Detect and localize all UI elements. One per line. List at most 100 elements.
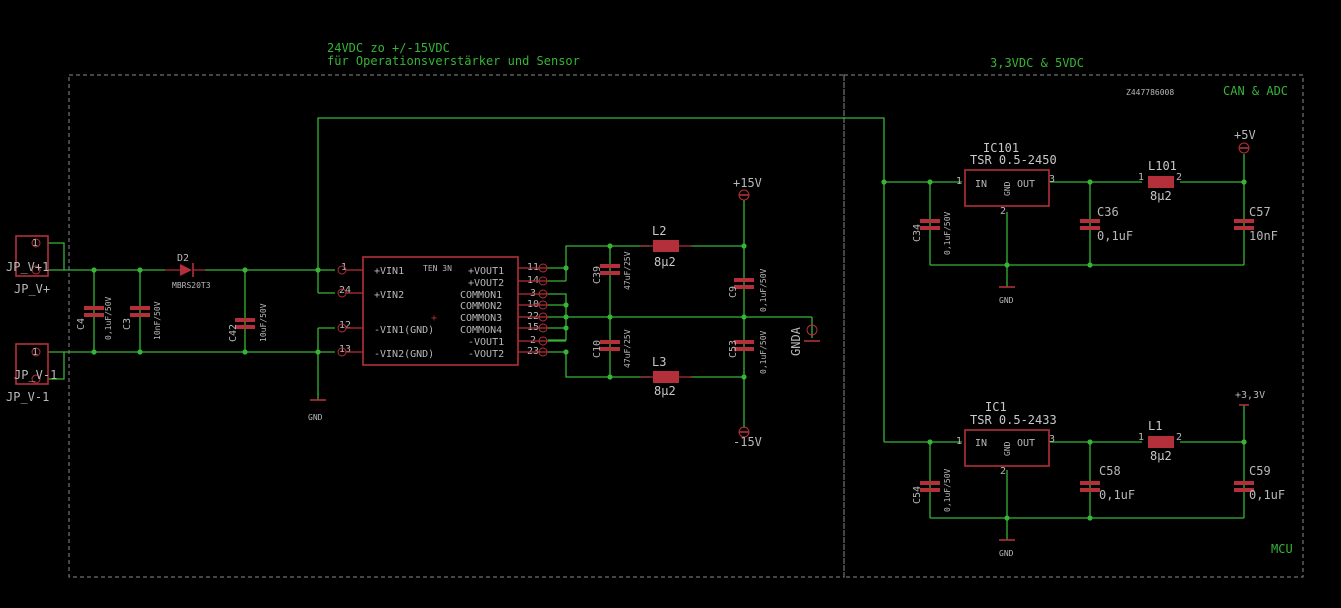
part-number-label: Z447786008 [1126,88,1174,97]
capacitor-c54[interactable]: C54 0,1uF/50V [912,468,952,512]
junctions [91,179,1247,521]
connector-jp-plus[interactable]: 1 JP_V+1 JP_V+ [6,235,50,296]
capacitor-plate [235,318,255,322]
junction [315,267,321,273]
ic101-pin1: 1 [956,176,962,187]
capacitor-c57[interactable]: C57 10nF [1234,205,1278,243]
p15-label: +15V [733,176,762,190]
capacitor-c4[interactable]: C4 0,1uF/50V [76,296,113,340]
inductor-l3[interactable]: L3 8µ2 [640,355,692,398]
capacitor-c10[interactable]: C10 47uF/25V [592,329,632,368]
inductor-body [653,371,679,383]
capacitor-plate [920,481,940,485]
c59-ref: C59 [1249,464,1271,478]
can-adc-label: CAN & ADC [1223,84,1288,98]
capacitor-plate [84,313,104,317]
capacitor-plate [235,325,255,329]
c4-ref: C4 [76,318,87,330]
pin-icon [538,312,548,322]
l1-ref: L1 [1148,419,1162,433]
inductor-l1[interactable]: L1 8µ2 1 2 [1138,419,1182,463]
converter-right-pin-label: COMMON2 [460,301,502,312]
ic1-body [964,429,1050,467]
l101-pin2: 2 [1176,172,1182,183]
capacitor-c53[interactable]: C53 0,1uF/50V [728,330,768,374]
capacitor-plate [1080,219,1100,223]
connector-name: JP_V+ [14,282,50,296]
connector-jp-minus[interactable]: 1 JP_V-1 JP_V-1 [6,343,57,404]
connector-pin-label: JP_V-1 [14,368,57,382]
pin-icon [538,289,548,299]
connector-pin-number: 1 [32,238,38,249]
connector-pin-icon [31,265,41,275]
converter-right-pin-label: +VOUT2 [468,278,504,289]
pin-icon [538,336,548,346]
supply-m15: -15V [733,426,762,449]
ic101-ref: IC101 [983,141,1019,155]
capacitor-c3[interactable]: C3 10nF/50V [122,301,162,340]
c9-value: 0,1uF/50V [759,268,768,312]
converter-right-pin-label: COMMON1 [460,290,502,301]
capacitor-c42[interactable]: C42 10uF/50V [228,303,268,342]
supply-p15: +15V [733,176,762,201]
capacitor-plate [920,219,940,223]
junction [563,265,569,271]
pin-icon [538,300,548,310]
capacitor-c34[interactable]: C34 0,1uF/50V [912,211,952,255]
c57-value: 10nF [1249,229,1278,243]
ic101-gnd-label: GND [1003,181,1012,196]
net-vout-plus [548,245,606,269]
c57-ref: C57 [1249,205,1271,219]
converter-left-pin-label: +VIN2 [374,290,404,301]
c58-ref: C58 [1099,464,1121,478]
capacitor-plate [920,226,940,230]
inductor-body [1148,436,1174,448]
capacitor-plate [1080,488,1100,492]
junction [1241,439,1247,445]
capacitor-c58[interactable]: C58 0,1uF [1080,464,1135,502]
capacitor-plate [130,306,150,310]
ic1-pin1: 1 [956,436,962,447]
regulator-ic101[interactable]: IC101 TSR 0.5-2450 IN GND OUT 1 3 2 [956,141,1057,217]
converter-right-pin-label: -VOUT1 [468,337,504,348]
junction [927,439,933,445]
dc-dc-converter[interactable]: TEN 3N +VIN1 +VIN2 -VIN1(GND) -VIN2(GND)… [337,256,548,366]
c53-ref: C53 [728,340,739,358]
converter-right-pin-label: +VOUT1 [468,266,504,277]
l101-ref: L101 [1148,159,1177,173]
net-jp-minus [48,351,65,380]
connector-body [15,343,49,385]
capacitor-c36[interactable]: C36 0,1uF [1080,205,1133,243]
inductor-l2[interactable]: L2 8µ2 [640,224,692,269]
gnd-symbol-5v: GND [999,286,1015,305]
connector-pin-icon [31,374,41,384]
regulator-ic1[interactable]: IC1 TSR 0.5-2433 IN GND OUT 1 3 2 [956,400,1057,477]
inductor-l101[interactable]: L101 8µ2 1 2 [1138,159,1182,203]
supply-circle-icon [806,324,818,336]
pin-icon [538,276,548,286]
capacitor-plate [734,278,754,282]
c10-ref: C10 [592,340,603,358]
converter-left-pin-number: 1 [341,262,347,273]
l2-ref: L2 [652,224,666,238]
supply-gnda: GNDA [789,324,820,356]
c42-ref: C42 [228,324,239,342]
capacitor-plate [84,306,104,310]
ic1-pin2: 2 [1000,466,1006,477]
l2-value: 8µ2 [654,255,676,269]
junction [91,349,97,355]
pin-icon [538,347,548,357]
frame-power-converter [68,74,845,578]
m15-label: -15V [733,435,762,449]
5v-label: +5V [1234,128,1256,142]
c58-value: 0,1uF [1099,488,1135,502]
l3-value: 8µ2 [654,384,676,398]
capacitor-plate [130,313,150,317]
capacitor-c59[interactable]: C59 0,1uF [1234,464,1285,502]
capacitor-c9[interactable]: C9 0,1uF/50V [728,268,768,312]
c53-value: 0,1uF/50V [759,330,768,374]
converter-right-pin-label: -VOUT2 [468,349,504,360]
diode-d2[interactable]: D2 MBRS20T3 [165,253,211,290]
ic1-pin3: 3 [1049,434,1055,445]
capacitor-c39[interactable]: C39 47uF/25V [592,251,632,290]
